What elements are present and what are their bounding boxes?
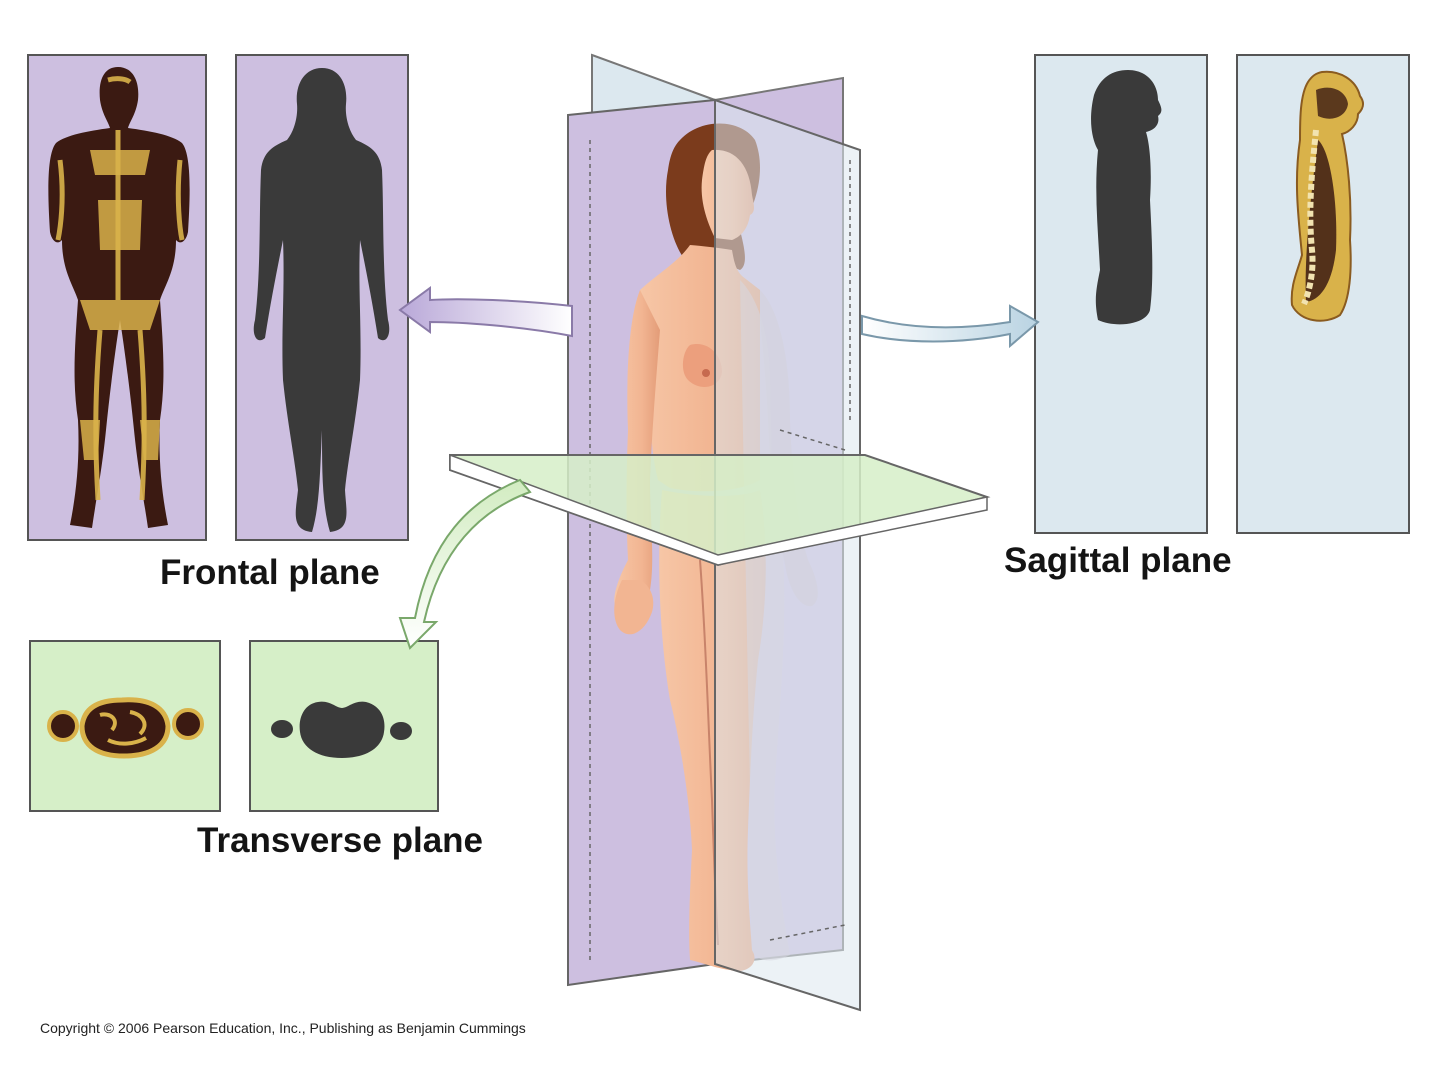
sagittal-silhouette [1091,70,1162,325]
transverse-plane [449,453,991,567]
transverse-plane-label: Transverse plane [197,821,483,860]
copyright-notice: Copyright © 2006 Pearson Education, Inc.… [40,1020,526,1036]
sagittal-plane-label: Sagittal plane [1004,541,1232,580]
sagittal-arrow-icon [861,304,1040,349]
frontal-mri-body [48,67,190,528]
transverse-silhouette [271,701,412,758]
transverse-silhouette-panel [249,640,439,812]
transverse-arrow-icon [398,478,532,650]
sagittal-silhouette-panel [1034,54,1208,534]
frontal-silhouette [253,68,390,532]
transverse-mri-section [47,697,204,759]
sagittal-plane-front [714,98,861,1012]
frontal-mri-panel [27,54,207,541]
frontal-silhouette-panel [235,54,409,541]
transverse-mri-panel [29,640,221,812]
sagittal-mri-panel [1236,54,1410,534]
frontal-arrow-icon [398,286,573,338]
sagittal-mri-body [1290,70,1365,322]
frontal-plane-label: Frontal plane [160,553,380,592]
